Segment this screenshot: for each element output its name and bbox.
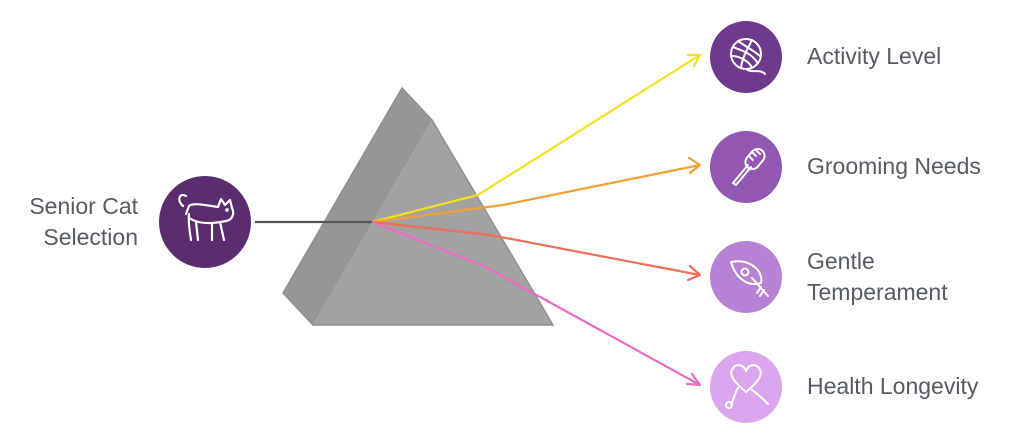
ray-health-longevity [371, 220, 701, 386]
output-label-gentle-temperament: Gentle Temperament [807, 246, 948, 308]
prism-side-face [283, 88, 432, 325]
cat-icon [178, 193, 235, 242]
yarn-ball-icon [730, 38, 766, 75]
output-label-activity-level-line1: Activity Level [807, 43, 942, 69]
output-label-grooming-needs: Grooming Needs [807, 151, 981, 182]
output-node-activity-level [710, 21, 782, 93]
output-label-health-longevity-line1: Health Longevity [807, 373, 979, 399]
arrowhead-activity-level [686, 53, 702, 68]
output-node-grooming-needs [710, 131, 782, 203]
source-label: Senior Cat Selection [10, 191, 138, 253]
heart-stethoscope-icon [725, 364, 769, 409]
output-label-gentle-temperament-line1: Gentle [807, 248, 875, 274]
output-node-gentle-temperament [710, 241, 782, 313]
ray-grooming-needs [371, 163, 701, 224]
output-node-health-longevity [710, 351, 782, 423]
source-label-line2: Selection [43, 224, 138, 250]
output-label-health-longevity: Health Longevity [807, 371, 978, 402]
ray-gentle-temperament [371, 220, 701, 277]
source-node [159, 176, 251, 268]
source-label-line1: Senior Cat [29, 193, 138, 219]
ray-activity-level [371, 54, 701, 224]
prism-outline [282, 86, 555, 326]
output-label-activity-level: Activity Level [807, 41, 941, 72]
output-label-gentle-temperament-line2: Temperament [807, 279, 948, 305]
feather-icon [730, 260, 769, 297]
output-label-grooming-needs-line1: Grooming Needs [807, 153, 981, 179]
prism-front-face [313, 120, 553, 325]
arrowhead-health-longevity [685, 372, 702, 387]
arrowhead-gentle-temperament [686, 264, 702, 282]
brush-icon [732, 147, 766, 186]
arrowhead-grooming-needs [687, 156, 702, 175]
